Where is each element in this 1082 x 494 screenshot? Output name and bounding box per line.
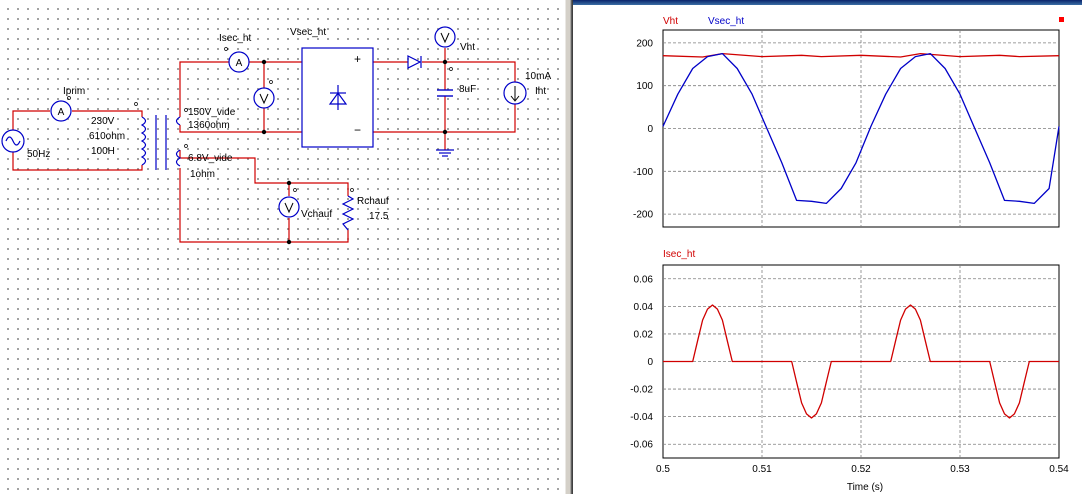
- ammeter-isec-symbol: A: [236, 58, 243, 69]
- ammeter-isec-ht-icon[interactable]: A: [224, 47, 250, 73]
- y-tick-label: 100: [636, 81, 653, 92]
- top-plot[interactable]: 200 100 0 -100 -200: [633, 29, 1060, 228]
- voltmeter-vht-icon[interactable]: [434, 26, 456, 71]
- iprim-label: Iprim: [63, 86, 86, 97]
- bridge-rectifier-icon[interactable]: [301, 47, 374, 148]
- vsec-ht-label: Vsec_ht: [290, 27, 327, 38]
- heater-voltage-label: 6.8V_vide: [188, 153, 233, 164]
- isec-ht-label: Isec_ht: [219, 33, 252, 44]
- y-tick-label: 0.02: [634, 329, 654, 340]
- capacitor-icon[interactable]: [437, 89, 453, 97]
- resistor-icon[interactable]: [341, 188, 355, 231]
- waveform-plots: Vht Vsec_ht Isec_ht Time (s) 200 100 0 -100…: [630, 16, 1069, 493]
- x-tick-label: 0.54: [1049, 464, 1069, 475]
- x-tick-label: 0.51: [752, 464, 772, 475]
- current-source-icon[interactable]: [503, 81, 527, 105]
- legend-vsec-ht: Vsec_ht: [708, 16, 744, 27]
- junction-dots: [261, 59, 448, 245]
- legend-isec-ht: Isec_ht: [663, 249, 695, 260]
- waveform-viewer[interactable]: Vht Vsec_ht Isec_ht Time (s) 200 100 0 -100…: [573, 0, 1082, 494]
- x-tick-label: 0.52: [851, 464, 871, 475]
- y-tick-label: 0.04: [634, 302, 654, 313]
- rectifier-minus-label: −: [354, 123, 362, 137]
- ammeter-iprim-icon[interactable]: A: [50, 96, 72, 122]
- y-tick-label: -100: [633, 167, 653, 178]
- source-freq-label: 50Hz: [27, 149, 51, 160]
- schematic-canvas[interactable]: A A: [0, 0, 565, 494]
- y-tick-label: 0: [647, 124, 653, 135]
- plot-window-titlebar: [573, 0, 1082, 5]
- voltmeter-vsec-ht-icon[interactable]: [253, 80, 275, 109]
- y-tick-label: -0.04: [630, 412, 653, 423]
- primary-resistance-label: 610ohm: [89, 131, 126, 142]
- voltmeter-vchauf-icon[interactable]: [278, 188, 300, 218]
- ground-icon: [436, 149, 454, 157]
- x-tick-label: 0.5: [656, 464, 670, 475]
- capacitor-label: 8uF: [459, 84, 477, 95]
- primary-voltage-label: 230V: [91, 116, 115, 127]
- x-tick-label: 0.53: [950, 464, 970, 475]
- plot-marker-icon[interactable]: [1059, 17, 1064, 22]
- ht-voltage-label: 150V_vide: [188, 107, 236, 118]
- resistor-name-label: Rchauf: [357, 196, 389, 207]
- y-tick-label: -200: [633, 210, 653, 221]
- resistor-value-label: 17.5: [369, 211, 389, 222]
- y-tick-label: 0: [647, 357, 653, 368]
- y-tick-label: 200: [636, 38, 653, 49]
- vchauf-label: Vchauf: [301, 209, 333, 220]
- current-source-name-label: Iht: [535, 86, 547, 97]
- y-tick-label: 0.06: [634, 274, 654, 285]
- primary-inductance-label: 100H: [91, 146, 115, 157]
- ac-source-icon[interactable]: [1, 129, 25, 153]
- ammeter-iprim-symbol: A: [58, 107, 65, 118]
- series-line-vsec-ht[interactable]: [662, 52, 1060, 205]
- pane-splitter[interactable]: [565, 0, 573, 494]
- diode-icon[interactable]: [407, 55, 422, 69]
- x-axis-label: Time (s): [847, 482, 883, 493]
- heater-resistance-label: 1ohm: [190, 169, 216, 180]
- ht-resistance-label: 1360ohm: [188, 120, 230, 131]
- schematic-wiring: A A: [1, 26, 527, 245]
- bottom-plot[interactable]: 0.5 0.51 0.52 0.53 0.54 0.06 0.04 0.02 0 -0.02 -0.…: [630, 264, 1069, 475]
- legend-vht: Vht: [663, 16, 678, 27]
- series-line-isec-ht[interactable]: [663, 304, 1059, 419]
- y-tick-label: -0.02: [630, 385, 653, 396]
- transformer-icon[interactable]: [134, 102, 188, 171]
- vht-label: Vht: [460, 42, 476, 53]
- current-source-value-label: 10mA: [525, 71, 552, 82]
- y-tick-label: -0.06: [630, 440, 653, 451]
- rectifier-plus-label: +: [354, 52, 362, 66]
